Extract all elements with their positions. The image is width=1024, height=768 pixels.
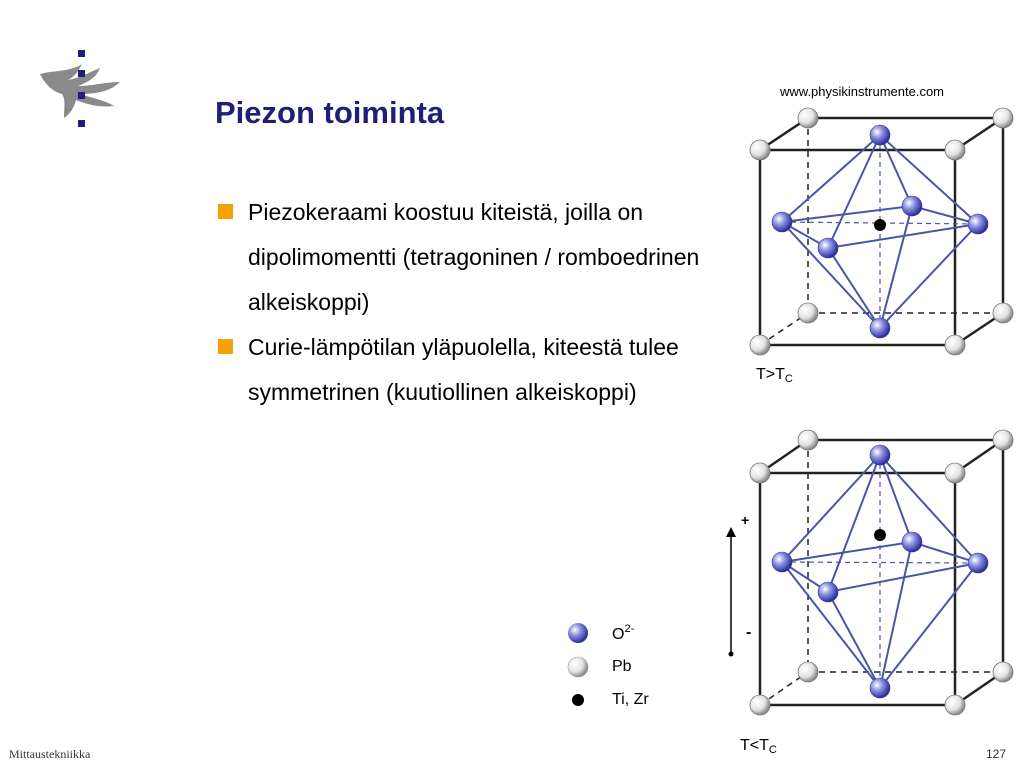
bullet-square-icon xyxy=(218,339,233,354)
cubic-unit-cell xyxy=(749,107,1014,356)
tetragonal-unit-cell xyxy=(749,429,1014,716)
dipole-arrow-icon xyxy=(726,527,736,657)
legend-item: Ti, Zr xyxy=(566,688,706,712)
legend-item: O2- xyxy=(566,620,706,644)
top-cell-label: T>TC xyxy=(756,366,793,385)
legend-label: Pb xyxy=(612,658,632,675)
bullet-square-icon xyxy=(218,204,233,219)
plus-sign: + xyxy=(741,512,750,528)
footer-text: Mittaustekniikka xyxy=(9,747,91,761)
bullet-text: Piezokeraami koostuu kiteistä, joilla on… xyxy=(248,199,700,315)
legend-label: O xyxy=(612,626,625,643)
bullet-item: Curie-lämpötilan yläpuolella, kiteestä t… xyxy=(218,325,718,415)
bottom-cell-label: T<TC xyxy=(740,737,777,756)
slide-title: Piezon toiminta xyxy=(215,95,445,130)
bullet-text: Curie-lämpötilan yläpuolella, kiteestä t… xyxy=(248,334,679,405)
minus-sign: - xyxy=(746,624,752,641)
source-url: www.physikinstrumente.com xyxy=(780,84,944,99)
legend-label: Ti, Zr xyxy=(612,691,649,708)
blue-sphere-icon xyxy=(568,623,588,643)
white-sphere-icon xyxy=(567,656,589,678)
legend-sup: 2- xyxy=(624,623,635,635)
legend-item: Pb xyxy=(566,655,706,679)
bullet-item: Piezokeraami koostuu kiteistä, joilla on… xyxy=(218,190,718,325)
black-dot-icon xyxy=(572,694,584,706)
page-number: 127 xyxy=(986,747,1007,761)
university-logo-icon xyxy=(40,50,120,127)
bullet-list: Piezokeraami koostuu kiteistä, joilla on… xyxy=(218,190,718,415)
